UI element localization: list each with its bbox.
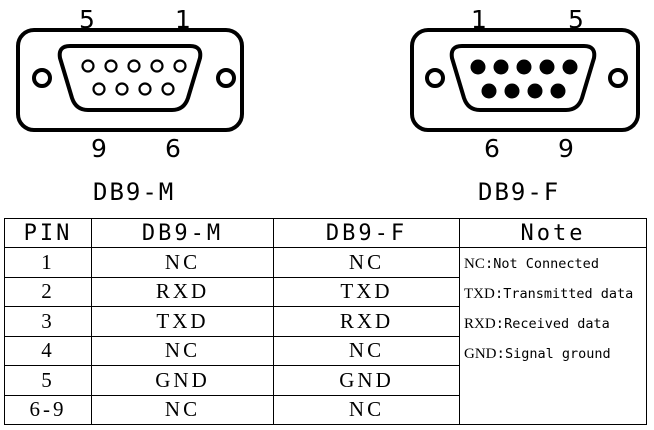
note-line: GND:Signal ground bbox=[464, 346, 646, 376]
pin-cell: 2 bbox=[4, 276, 92, 307]
table-row: 5 GND GND bbox=[4, 365, 647, 396]
female-connector-label: DB9-F bbox=[478, 178, 561, 206]
note-line: NC:Not Connected bbox=[464, 256, 646, 286]
note-cell: NC:Not Connected TXD:Transmitted data RX… bbox=[459, 247, 647, 425]
female-pin-socket bbox=[539, 59, 555, 75]
db9-m-cell: NC bbox=[91, 394, 274, 425]
female-bottom-left-pin-number: 6 bbox=[484, 134, 500, 163]
note-separator: : bbox=[494, 286, 504, 302]
note-text: Not Connected bbox=[493, 256, 599, 272]
db9-male-shell-drawing bbox=[16, 28, 244, 132]
header-pin: PIN bbox=[4, 218, 92, 248]
db9-f-cell: NC bbox=[273, 394, 460, 425]
db9-m-cell: NC bbox=[91, 247, 274, 278]
header-db9-f: DB9-F bbox=[273, 218, 460, 248]
female-pin-socket bbox=[481, 83, 497, 99]
pin-cell: 6-9 bbox=[4, 394, 92, 425]
female-pin-sockets bbox=[470, 59, 578, 99]
female-pin-socket bbox=[527, 83, 543, 99]
db9-female-connector: 1 5 6 9 DB9-F bbox=[400, 0, 654, 215]
female-bottom-right-pin-number: 9 bbox=[558, 134, 574, 163]
male-pin-holes bbox=[81, 59, 187, 96]
female-pin-socket bbox=[504, 83, 520, 99]
female-pin-socket bbox=[470, 59, 486, 75]
male-top-right-pin-number: 1 bbox=[175, 5, 191, 34]
female-top-left-pin-number: 1 bbox=[471, 5, 487, 34]
pin-cell: 4 bbox=[4, 335, 92, 366]
note-abbr: NC bbox=[464, 256, 485, 272]
male-pin-hole bbox=[81, 59, 95, 73]
female-pin-socket bbox=[562, 59, 578, 75]
male-pin-hole bbox=[138, 82, 152, 96]
note-text: Signal ground bbox=[504, 346, 611, 362]
db9-m-cell: TXD bbox=[91, 306, 274, 337]
note-line: TXD:Transmitted data bbox=[464, 286, 646, 316]
male-pin-hole bbox=[161, 82, 175, 96]
db9-f-cell: NC bbox=[273, 335, 460, 366]
table-header-row: PIN DB9-M DB9-F Note bbox=[4, 218, 647, 248]
db9-f-cell: RXD bbox=[273, 306, 460, 337]
male-pin-hole bbox=[127, 59, 141, 73]
male-pin-hole bbox=[115, 82, 129, 96]
pin-cell: 1 bbox=[4, 247, 92, 278]
db9-male-connector: 5 1 9 6 DB9-M bbox=[0, 0, 260, 215]
note-abbr: RXD bbox=[464, 316, 496, 332]
pinout-table: PIN DB9-M DB9-F Note 1 NC NC NC:Not Conn… bbox=[4, 218, 647, 425]
male-pin-hole bbox=[92, 82, 106, 96]
male-pin-hole bbox=[173, 59, 187, 73]
pin-cell: 5 bbox=[4, 365, 92, 396]
db9-f-cell: TXD bbox=[273, 276, 460, 307]
table-row: 1 NC NC NC:Not Connected TXD:Transmitted… bbox=[4, 247, 647, 425]
db9-m-cell: NC bbox=[91, 335, 274, 366]
female-top-right-pin-number: 5 bbox=[568, 5, 584, 34]
female-pin-socket bbox=[516, 59, 532, 75]
db9-f-cell: NC bbox=[273, 247, 460, 278]
db9-female-shell-drawing bbox=[410, 28, 640, 132]
female-pin-socket bbox=[550, 83, 566, 99]
header-db9-m: DB9-M bbox=[91, 218, 274, 248]
note-abbr: TXD bbox=[464, 286, 495, 302]
header-note: Note bbox=[459, 218, 647, 248]
male-pin-hole bbox=[150, 59, 164, 73]
pin-cell: 3 bbox=[4, 306, 92, 337]
db9-m-cell: RXD bbox=[91, 276, 274, 307]
db9-m-cell: GND bbox=[91, 365, 274, 396]
table-row: 4 NC NC bbox=[4, 335, 647, 366]
male-pin-hole bbox=[104, 59, 118, 73]
male-bottom-right-pin-number: 6 bbox=[165, 134, 181, 163]
db9-f-cell: GND bbox=[273, 365, 460, 396]
note-separator: : bbox=[484, 256, 494, 272]
note-abbr: GND bbox=[464, 346, 497, 362]
note-separator: : bbox=[495, 316, 505, 332]
female-pin-socket bbox=[493, 59, 509, 75]
table-row: 2 RXD TXD bbox=[4, 276, 647, 307]
note-text: Received data bbox=[504, 316, 610, 332]
table-row: 3 TXD RXD bbox=[4, 306, 647, 337]
male-connector-label: DB9-M bbox=[93, 178, 176, 206]
note-separator: : bbox=[496, 346, 505, 362]
note-line: RXD:Received data bbox=[464, 316, 646, 346]
male-top-left-pin-number: 5 bbox=[79, 5, 95, 34]
table-row: 6-9 NC NC bbox=[4, 394, 647, 425]
note-text: Transmitted data bbox=[503, 286, 634, 302]
male-bottom-left-pin-number: 9 bbox=[91, 134, 107, 163]
